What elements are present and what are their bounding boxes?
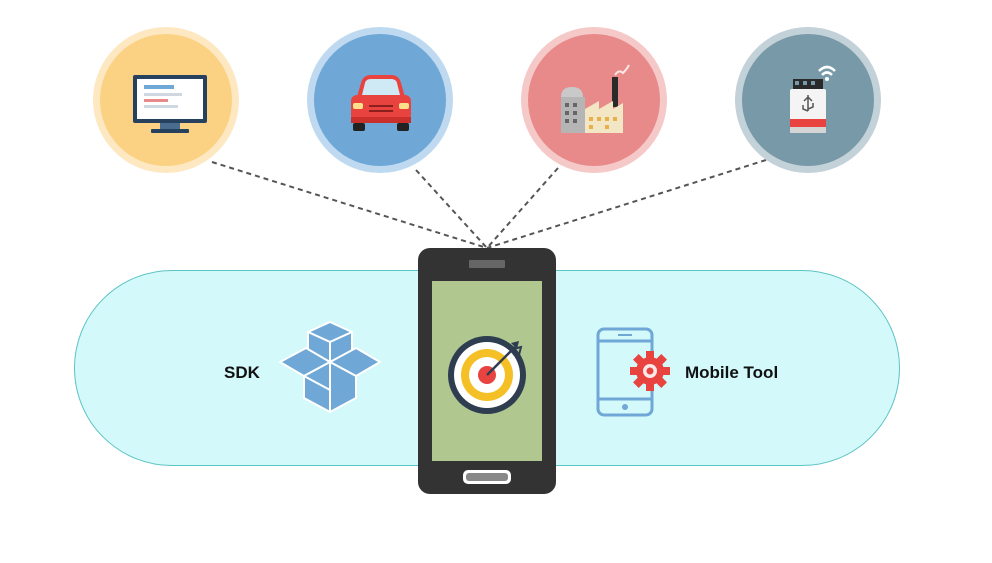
target-icon [448, 336, 526, 414]
desktop-monitor-icon [93, 27, 239, 173]
device-circle-desktop [91, 25, 241, 175]
device-circle-car [305, 25, 455, 175]
sdk-label: SDK [224, 363, 260, 382]
connector-line-car [415, 169, 488, 249]
car-icon [307, 27, 453, 173]
factory-icon [521, 27, 667, 173]
device-circle-factory [519, 25, 669, 175]
connector-line-desktop [211, 161, 488, 249]
smartphone-icon [418, 248, 556, 494]
box-package-icon [279, 321, 381, 413]
mobile-tool-label: Mobile Tool [685, 363, 779, 382]
phone-settings-icon [596, 327, 670, 417]
usb-wifi-dongle-icon [735, 27, 881, 173]
device-circle-dongle [733, 25, 883, 175]
connector-line-dongle [486, 159, 767, 249]
